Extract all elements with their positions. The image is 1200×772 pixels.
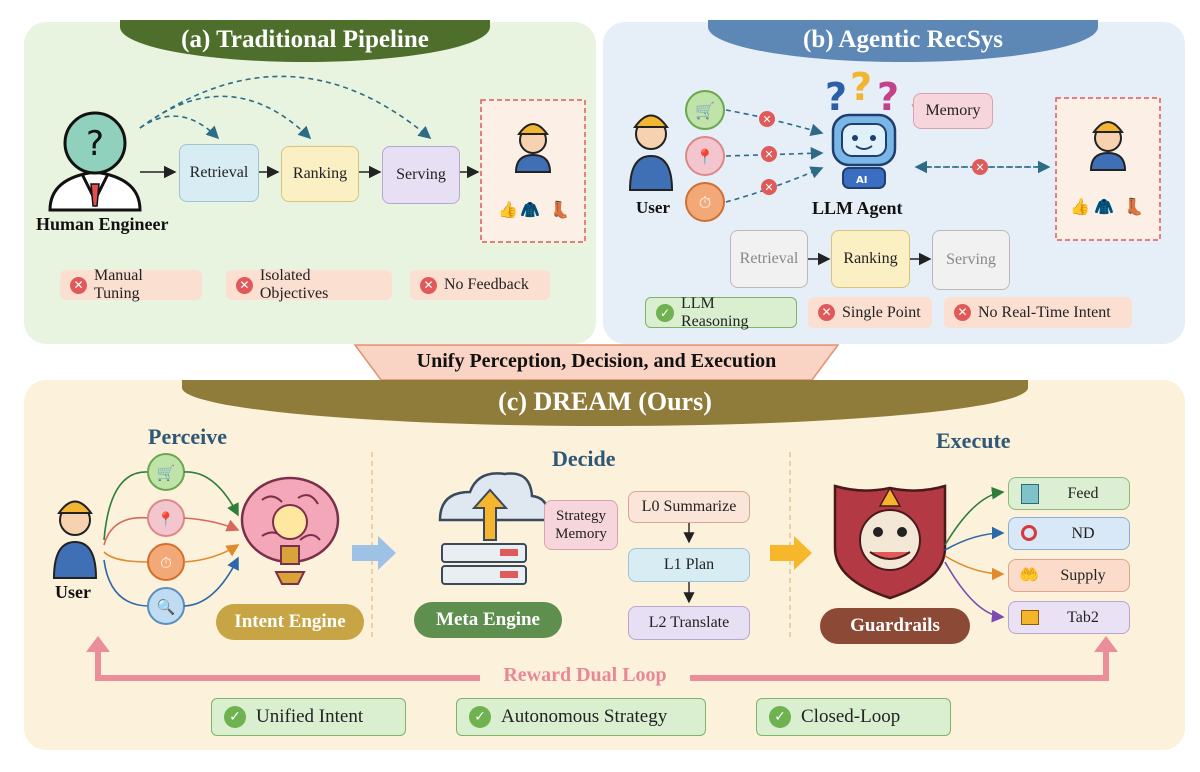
strategy-memory-bubble: Strategy Memory: [544, 500, 618, 550]
cloud-server-icon: [438, 472, 550, 585]
memory-bubble: Memory: [913, 93, 993, 129]
ranking-box-a: Ranking: [281, 146, 359, 202]
svg-text:📍: 📍: [157, 511, 174, 528]
guardrails-shield-icon: [833, 484, 947, 600]
issue-isolated-objectives: ✕Isolated Objectives: [226, 267, 392, 302]
serving-box-b: Serving: [932, 230, 1010, 290]
level-l1-box: L1 Plan: [628, 548, 750, 582]
svg-text:✕: ✕: [764, 181, 773, 194]
cross-icon: ✕: [954, 304, 971, 321]
worker-icon-b: [1089, 121, 1127, 171]
boot-icon-b: 👢: [1124, 197, 1144, 216]
brain-icon: [240, 476, 340, 585]
output-nd: ND: [1008, 517, 1130, 550]
thumbs-up-icon: 👍: [498, 200, 518, 219]
output-feed: Feed: [1008, 477, 1130, 510]
check-icon: ✓: [656, 303, 674, 322]
llm-agent-label: LLM Agent: [812, 198, 903, 218]
execute-heading: Execute: [936, 428, 1011, 453]
check-icon: ✓: [224, 706, 246, 728]
issue-manual-tuning: ✕Manual Tuning: [60, 267, 202, 302]
cross-icon: ✕: [236, 276, 253, 294]
svg-text:✕: ✕: [975, 161, 984, 174]
user-icon-c: [52, 500, 98, 579]
cross-icon: ✕: [70, 276, 87, 294]
svg-text:AI: AI: [856, 175, 867, 186]
positive-llm-reasoning: ✓LLM Reasoning: [645, 295, 797, 330]
board-icon: [1021, 610, 1039, 625]
location-icon-b: [685, 136, 725, 176]
level-l0-box: L0 Summarize: [628, 491, 750, 523]
level-l2-box: L2 Translate: [628, 606, 750, 640]
svg-text:🔍: 🔍: [157, 597, 176, 616]
guardrails-pill: Guardrails: [820, 608, 970, 644]
svg-text:✕: ✕: [764, 148, 773, 161]
cart-icon-b: [685, 90, 725, 130]
cross-icon: ✕: [420, 276, 437, 294]
svg-text:📍: 📍: [696, 148, 715, 166]
boot-icon: 👢: [550, 200, 570, 219]
svg-text:?: ?: [850, 65, 872, 109]
output-tab2: Tab2: [1008, 601, 1130, 634]
issue-no-real-time-intent: ✕No Real-Time Intent: [944, 297, 1132, 328]
decide-heading: Decide: [552, 446, 616, 471]
human-engineer-icon: ?: [48, 111, 142, 212]
hand-icon: 🤲: [1019, 567, 1039, 584]
svg-text:✕: ✕: [762, 113, 771, 126]
human-engineer-label: Human Engineer: [36, 214, 169, 234]
svg-text:?: ?: [877, 75, 899, 119]
benefit-autonomous-strategy: ✓Autonomous Strategy: [456, 698, 706, 736]
intent-engine-pill: Intent Engine: [216, 604, 364, 640]
check-icon: ✓: [469, 706, 491, 728]
issue-single-point: ✕Single Point: [808, 297, 932, 328]
meta-engine-pill: Meta Engine: [414, 602, 562, 638]
ranking-box-b: Ranking: [831, 230, 910, 288]
reward-loop-label: Reward Dual Loop: [503, 664, 667, 686]
flow-arrow-2: [770, 536, 812, 570]
cross-icon: ✕: [818, 304, 835, 321]
issue-no-feedback: ✕No Feedback: [410, 270, 550, 300]
user-icon-b: [628, 114, 674, 191]
benefit-closed-loop: ✓Closed-Loop: [756, 698, 951, 736]
svg-text:⏱: ⏱: [160, 554, 172, 572]
user-label-c: User: [55, 582, 91, 602]
benefit-unified-intent: ✓Unified Intent: [211, 698, 406, 736]
thumbs-up-icon-b: 👍: [1070, 197, 1090, 216]
user-label-b: User: [636, 198, 670, 217]
worker-icon-a: [514, 123, 552, 173]
check-icon: ✓: [769, 706, 791, 728]
svg-text:⏱: ⏱: [699, 193, 711, 212]
svg-text:🛒: 🛒: [157, 464, 176, 482]
retrieval-box-b: Retrieval: [730, 230, 808, 288]
target-icon: [1021, 525, 1037, 541]
perceive-heading: Perceive: [148, 424, 227, 449]
flow-arrow-1: [352, 536, 396, 570]
coat-icon: 🧥: [520, 201, 540, 219]
book-icon: [1021, 484, 1039, 504]
retrieval-box-a: Retrieval: [179, 144, 259, 202]
svg-text:?: ?: [86, 124, 104, 164]
serving-box-a: Serving: [382, 146, 460, 204]
output-supply: 🤲Supply: [1008, 559, 1130, 592]
llm-agent-robot-icon: ? ? ? AI: [825, 65, 899, 189]
coat-icon-b: 🧥: [1094, 198, 1114, 216]
svg-text:?: ?: [825, 75, 847, 119]
svg-text:🛒: 🛒: [695, 101, 715, 120]
clock-icon-b: [685, 182, 725, 222]
panel-dream: [24, 380, 1185, 750]
banner-text: Unify Perception, Decision, and Executio…: [416, 350, 777, 372]
